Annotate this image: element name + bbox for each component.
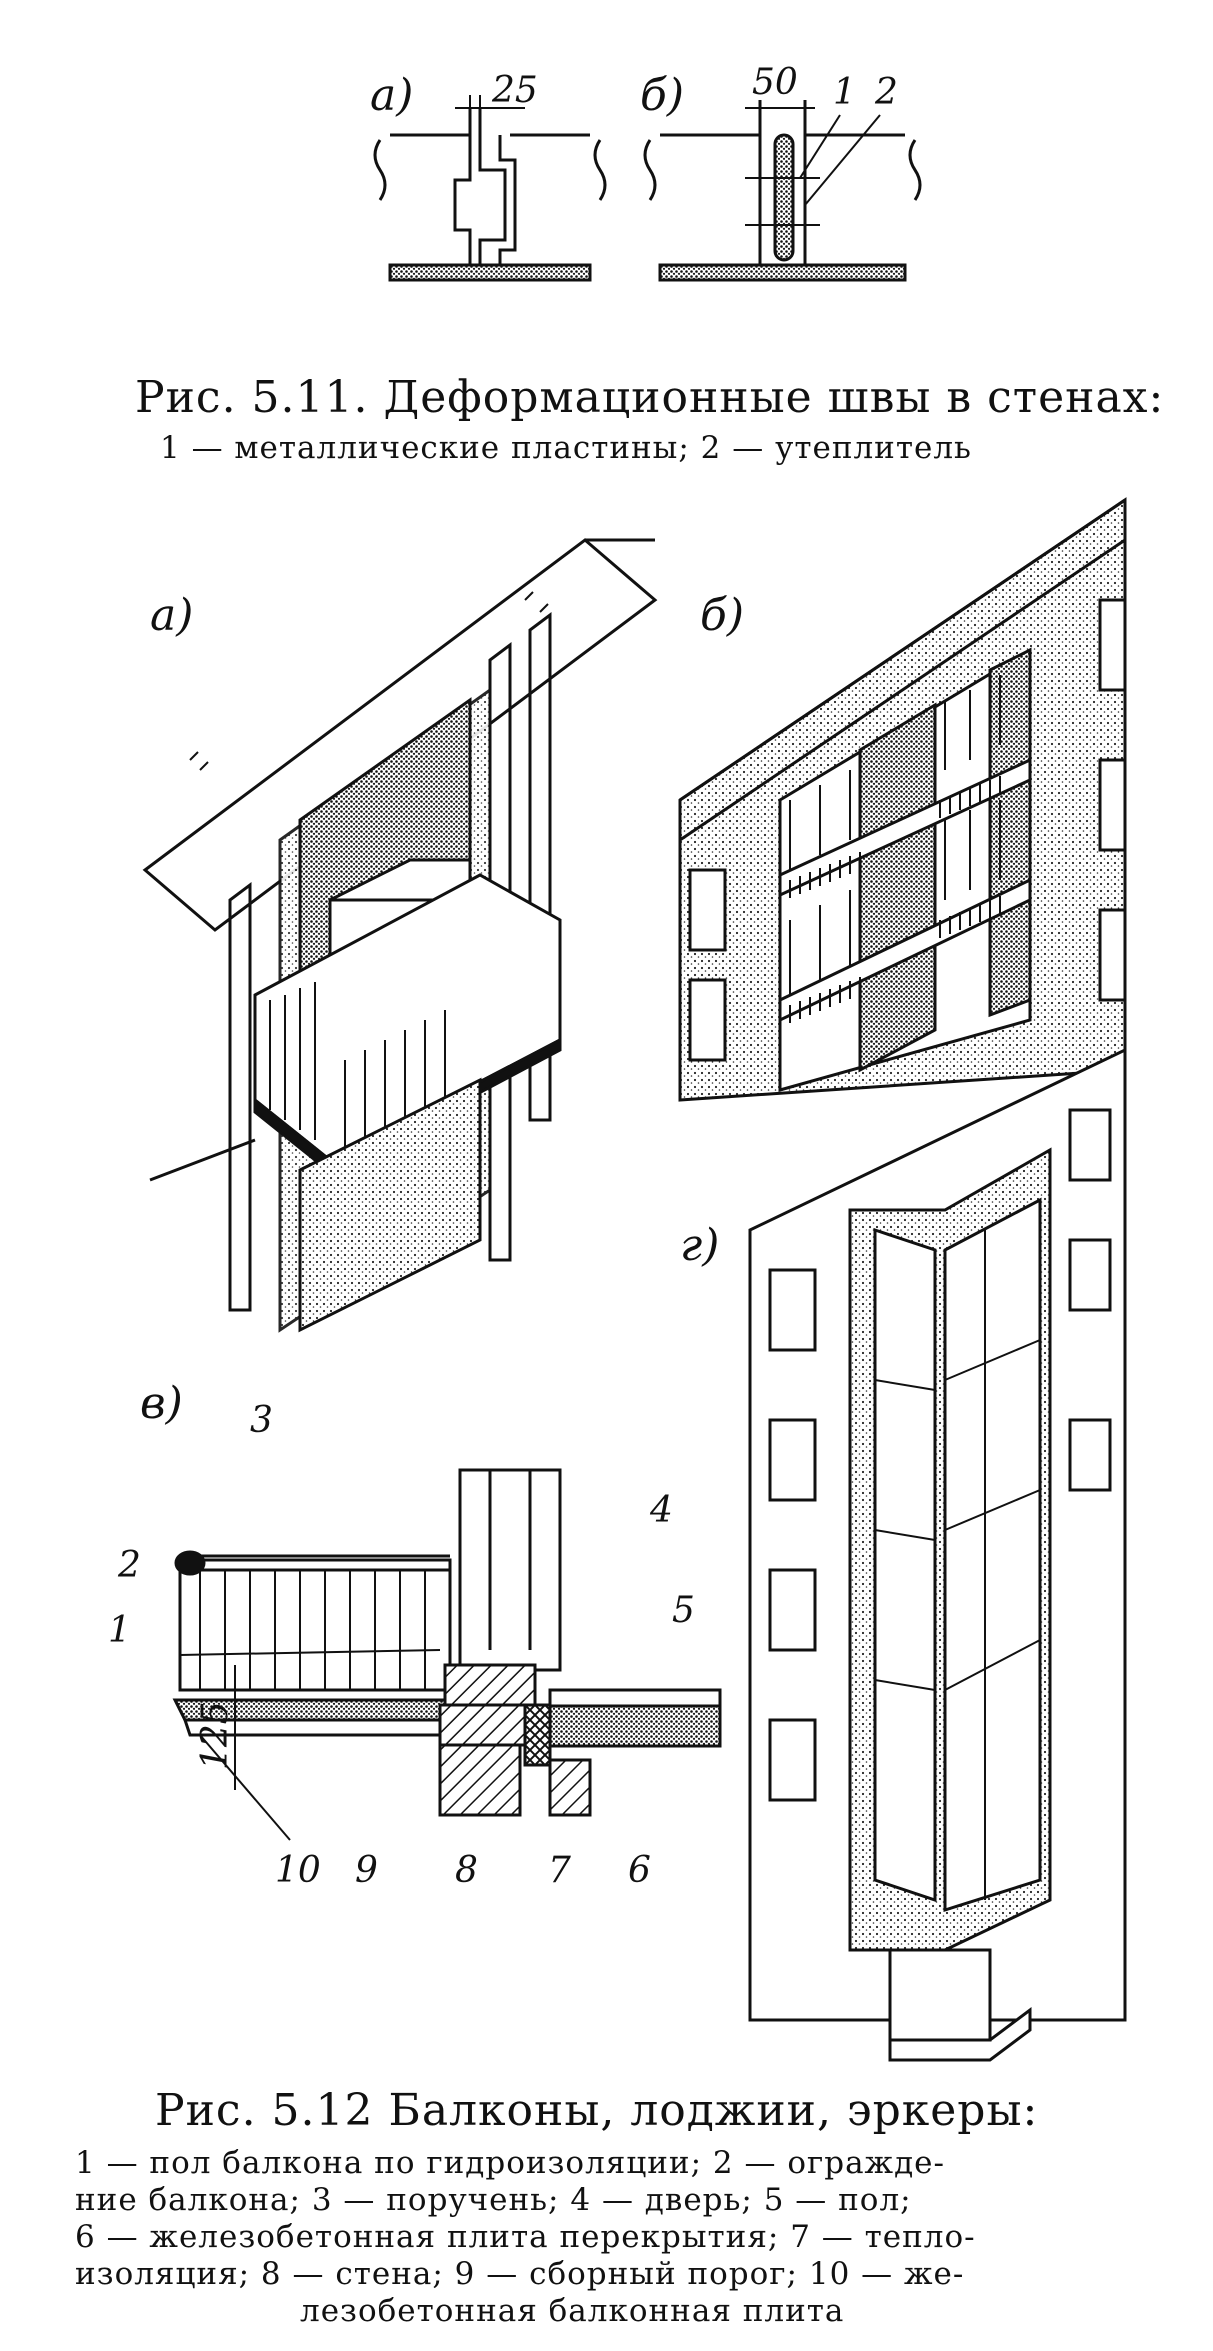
fig12-mark-4: 4 [650,1490,673,1531]
fig11-a-joint-drawing [373,95,607,282]
fig12-mark-1: 1 [108,1610,131,1651]
fig11-mark-2: 2 [875,72,898,113]
fig12-v-section-drawing [172,1468,722,1841]
fig12-mark-7: 7 [548,1850,571,1891]
fig11-sub-a: а) [370,70,414,121]
fig11-caption-title: Рис. 5.11. Деформационные швы в стенах: [135,372,1165,423]
fig11-sub-b: б) [640,70,685,121]
fig12-caption-line-4: изоляция; 8 — стена; 9 — сборный порог; … [75,2256,965,2292]
fig12-mark-9: 9 [355,1850,378,1891]
fig12-mark-5: 5 [672,1590,695,1631]
fig12-a-balcony-drawing [142,538,658,1333]
fig12-caption-line-1: 1 — пол балкона по гидроизоляции; 2 — ог… [75,2145,945,2181]
fig11-dim-25: 25 [492,70,538,111]
fig12-caption-line-2: ние балкона; 3 — поручень; 4 — дверь; 5 … [75,2182,912,2218]
fig12-mark-10: 10 [275,1850,321,1891]
fig12-b-loggias-drawing [678,497,1127,1102]
fig12-caption-line-5: лезобетонная балконная плита [300,2293,845,2329]
fig12-sub-a: а) [150,590,194,641]
fig11-dim-50: 50 [752,62,798,103]
fig11-b-joint-drawing [643,100,922,282]
fig12-caption-line-3: 6 — железобетонная плита перекрытия; 7 —… [75,2219,976,2255]
fig12-sub-v: в) [140,1378,183,1429]
fig12-caption-title: Рис. 5.12 Балконы, лоджии, эркеры: [155,2085,1039,2136]
fig12-sub-g: г) [680,1220,720,1271]
fig12-dim-125: 125 [195,1701,236,1770]
fig11-mark-1: 1 [833,72,856,113]
fig12-mark-6: 6 [628,1850,651,1891]
fig12-mark-2: 2 [118,1545,141,1586]
fig12-mark-3: 3 [250,1400,273,1441]
fig12-mark-8: 8 [455,1850,478,1891]
fig12-g-baywindow-drawing [748,1047,1127,2062]
fig11-caption-legend: 1 — металлические пластины; 2 — утеплите… [160,430,972,466]
fig12-sub-b: б) [700,590,745,641]
